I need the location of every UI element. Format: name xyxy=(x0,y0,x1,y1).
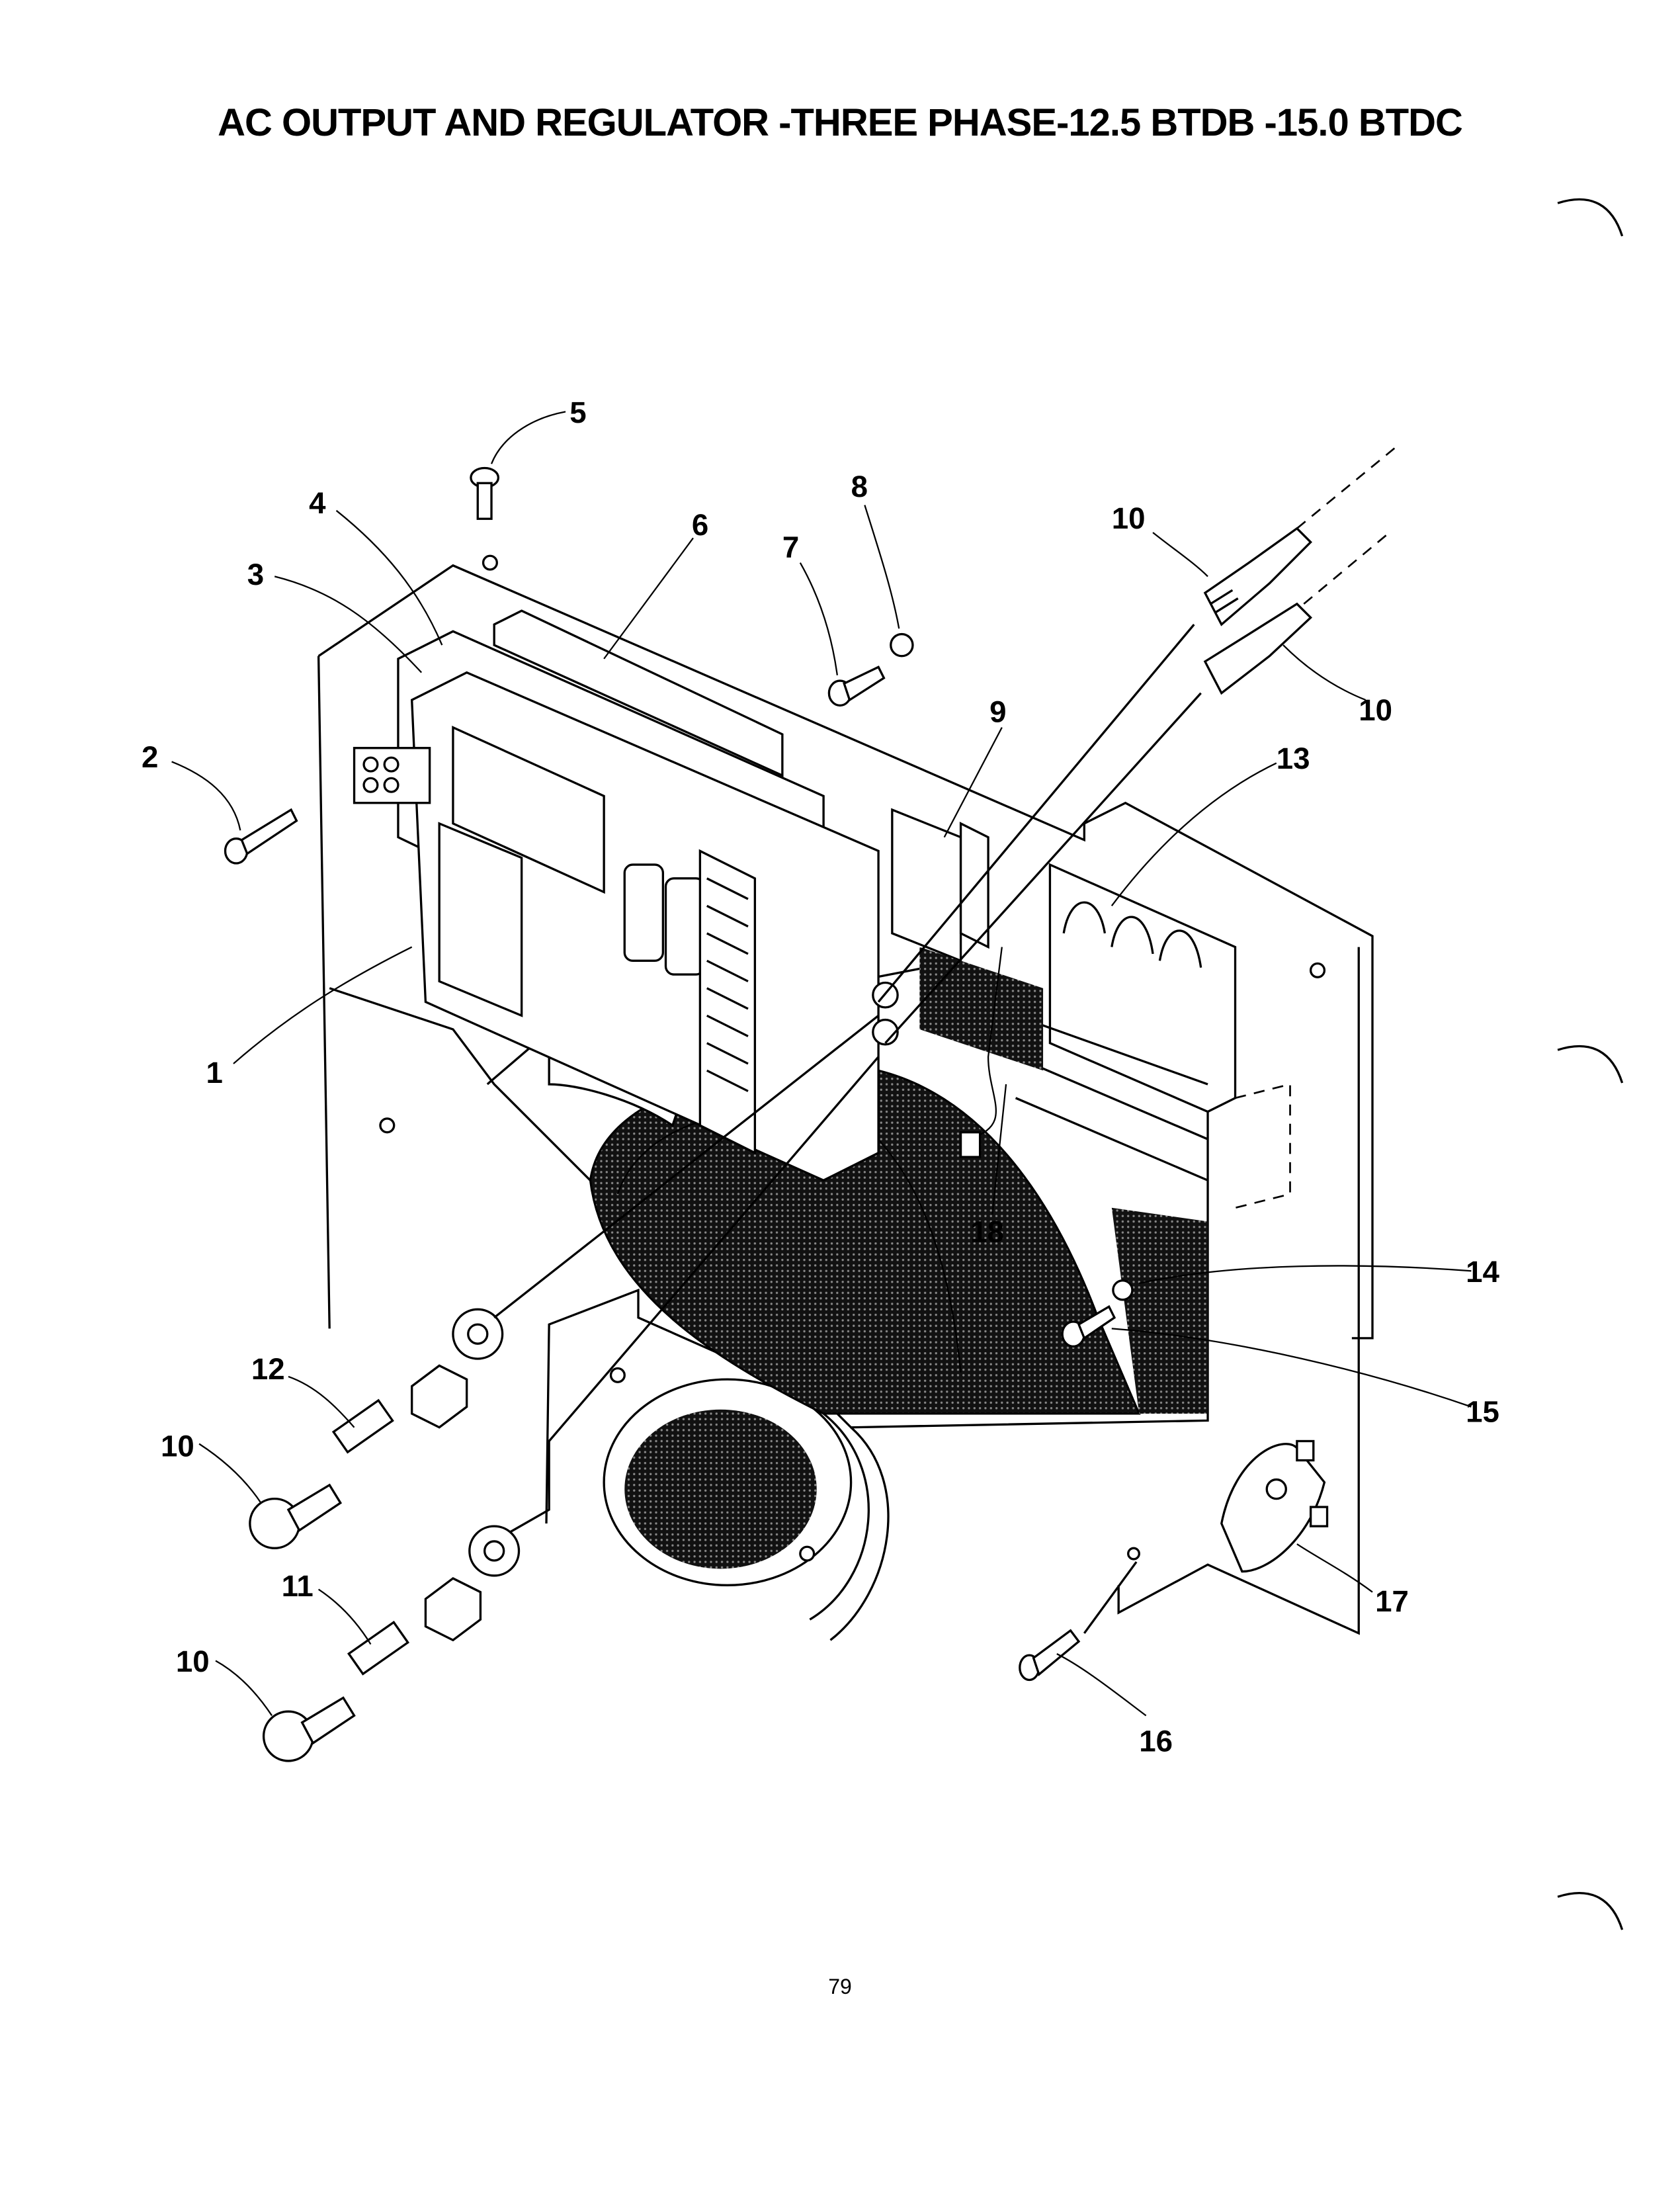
screw-7 xyxy=(827,665,886,707)
callouts: 5 4 6 3 8 7 10 10 9 13 2 1 18 14 15 12 1… xyxy=(142,396,1500,1758)
callout-3: 3 xyxy=(247,558,264,591)
callout-14: 14 xyxy=(1466,1255,1499,1289)
callout-10-left-lower: 10 xyxy=(176,1645,210,1678)
callout-9: 9 xyxy=(989,695,1006,728)
callout-10-left-upper: 10 xyxy=(161,1429,194,1463)
output-receptacle-upper xyxy=(1203,527,1312,626)
screw-15 xyxy=(1061,1305,1116,1348)
callout-18: 18 xyxy=(970,1215,1004,1249)
callout-15: 15 xyxy=(1466,1394,1499,1428)
callout-7: 7 xyxy=(782,530,799,564)
screw-2 xyxy=(224,808,298,865)
callout-10-upper: 10 xyxy=(1112,501,1146,535)
output-receptacle-lower xyxy=(1203,602,1313,695)
callout-2: 2 xyxy=(142,740,158,774)
callout-12: 12 xyxy=(251,1352,285,1386)
binding-marks xyxy=(1557,198,1624,1930)
page-number: 79 xyxy=(828,1975,852,1998)
screw-5 xyxy=(470,466,500,520)
page-title: AC OUTPUT AND REGULATOR -THREE PHASE-12.… xyxy=(218,101,1463,144)
callout-6: 6 xyxy=(692,508,708,542)
callout-16: 16 xyxy=(1139,1724,1173,1758)
callout-17: 17 xyxy=(1375,1584,1409,1618)
screw-16 xyxy=(1019,1629,1081,1682)
callout-1: 1 xyxy=(206,1056,222,1090)
leader-lines xyxy=(171,411,1472,1717)
callout-5: 5 xyxy=(569,396,586,429)
callout-11: 11 xyxy=(282,1569,314,1603)
callout-10-right: 10 xyxy=(1359,693,1392,727)
voltage-regulator xyxy=(353,609,899,1182)
loose-parts xyxy=(224,445,1398,1762)
callout-4: 4 xyxy=(309,486,326,520)
callout-13: 13 xyxy=(1277,742,1310,775)
callout-8: 8 xyxy=(851,470,868,503)
sensor-17 xyxy=(1220,1439,1329,1573)
